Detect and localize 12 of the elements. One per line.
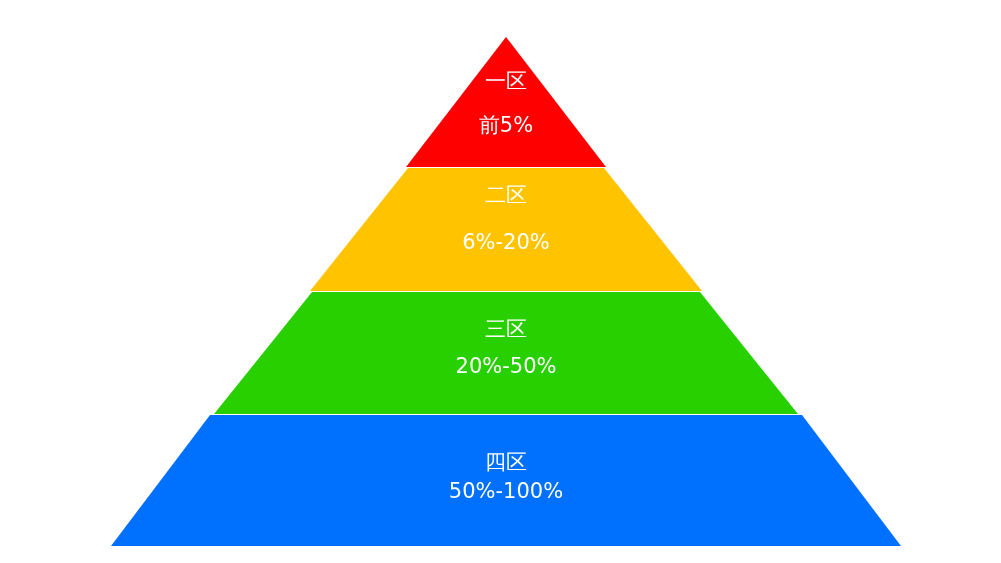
pyramid-tier	[111, 415, 901, 546]
percent-range: 6%-20%	[462, 229, 550, 255]
percent-range: 前5%	[478, 112, 534, 138]
pyramid-tier	[310, 168, 702, 291]
tier-label: 三区	[485, 316, 527, 342]
percent-range: 50%-100%	[448, 478, 564, 504]
tier-label: 一区	[485, 68, 527, 94]
percent-range: 20%-50%	[455, 353, 557, 379]
tier-label: 二区	[485, 182, 527, 208]
pyramid-tier	[214, 292, 798, 414]
pyramid-tier	[406, 37, 606, 167]
tier-label: 四区	[485, 449, 527, 475]
